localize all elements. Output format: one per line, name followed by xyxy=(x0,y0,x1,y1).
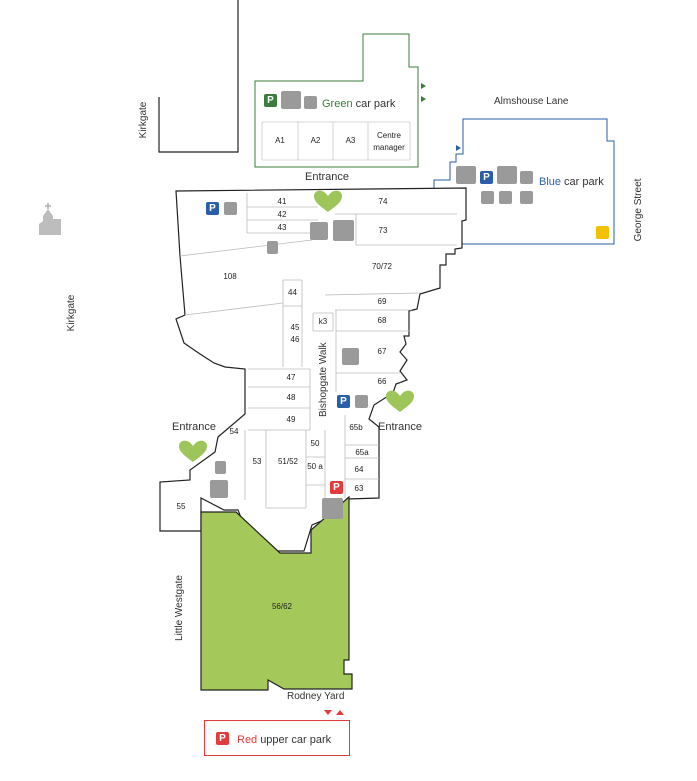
escalator-icon-2 xyxy=(342,348,359,365)
unit-49: 49 xyxy=(286,415,296,424)
ramp-icon-2 xyxy=(224,202,237,215)
entrance-north-heart xyxy=(314,190,342,212)
disabled-parking-icon xyxy=(596,226,609,239)
baby-change-icon-4 xyxy=(215,461,226,474)
baby-change-icon xyxy=(520,171,533,184)
baby-change-icon-3 xyxy=(267,241,278,254)
kirkgate-road-outline xyxy=(158,0,239,153)
street-bishopgate-walk: Bishopgate Walk xyxy=(318,342,329,417)
mall-outline xyxy=(159,187,467,552)
unit-44: 44 xyxy=(288,288,297,297)
unit-a1: A1 xyxy=(275,136,285,145)
red-car-park-name: Red xyxy=(237,734,258,746)
lift-icon-blue-2 xyxy=(497,166,517,184)
street-george-street: George Street xyxy=(633,178,644,242)
unit-56-62-area xyxy=(200,495,353,691)
unit-k3: k3 xyxy=(318,317,328,326)
unit-56-62: 56/62 xyxy=(271,602,293,611)
green-car-park-suffix: car park xyxy=(355,98,396,110)
lift-icon-3 xyxy=(322,498,343,519)
red-arrow-up-icon xyxy=(336,710,344,715)
unit-66: 66 xyxy=(377,377,387,386)
unit-50a: 50 a xyxy=(307,462,323,471)
unit-70-72: 70/72 xyxy=(371,262,393,271)
church-icon xyxy=(39,203,61,235)
unit-48: 48 xyxy=(286,393,296,402)
street-almshouse-lane: Almshouse Lane xyxy=(494,96,569,107)
unit-63: 63 xyxy=(354,484,364,493)
green-arrow-icon xyxy=(421,83,426,89)
unit-41: 41 xyxy=(277,197,287,206)
unit-51-52: 51/52 xyxy=(277,457,299,466)
ramp-icon xyxy=(304,96,317,109)
green-parking-icon: P xyxy=(264,94,277,107)
unit-46: 46 xyxy=(290,335,300,344)
unit-a2: A2 xyxy=(310,136,321,145)
unit-69: 69 xyxy=(377,297,387,306)
baby-change-icon-2 xyxy=(520,191,533,204)
unit-73: 73 xyxy=(378,226,388,235)
red-parking-icon: P xyxy=(330,481,343,494)
unit-dividers xyxy=(179,193,457,509)
lift-icon-blue-1 xyxy=(456,166,476,184)
lift-icon-2 xyxy=(333,220,354,241)
street-rodney-yard: Rodney Yard xyxy=(287,691,345,702)
unit-64: 64 xyxy=(354,465,364,474)
lift-icon xyxy=(281,91,301,109)
blue-car-park-suffix: car park xyxy=(564,176,604,188)
unit-67: 67 xyxy=(377,347,387,356)
red-car-park-suffix: upper car park xyxy=(260,734,332,746)
unit-47: 47 xyxy=(286,373,296,382)
escalator-icon-3 xyxy=(210,480,228,498)
green-car-park-name: Green xyxy=(322,98,353,110)
entrance-east-label: Entrance xyxy=(378,421,423,433)
ramp-icon-3 xyxy=(355,395,368,408)
toilets-icon xyxy=(481,191,494,204)
unit-centre-manager: Centre manager xyxy=(373,131,405,152)
street-little-westgate: Little Westgate xyxy=(174,575,185,641)
unit-a3: A3 xyxy=(345,136,356,145)
street-kirkgate-top: Kirkgate xyxy=(138,101,149,139)
unit-55: 55 xyxy=(176,502,186,511)
red-arrow-down-icon xyxy=(324,710,332,715)
blue-car-park-name: Blue xyxy=(539,176,562,188)
accessible-toilet-icon xyxy=(499,191,512,204)
street-kirkgate-left: Kirkgate xyxy=(66,294,77,332)
entrance-west-heart xyxy=(179,440,207,462)
blue-parking-icon-3: P xyxy=(337,395,350,408)
unit-74: 74 xyxy=(378,197,388,206)
unit-65a: 65a xyxy=(355,448,369,457)
unit-108: 108 xyxy=(223,272,237,281)
blue-parking-icon: P xyxy=(480,171,493,184)
unit-45: 45 xyxy=(290,323,300,332)
unit-43: 43 xyxy=(277,223,287,232)
unit-68: 68 xyxy=(377,316,387,325)
escalator-icon xyxy=(310,222,328,240)
entrance-west-label: Entrance xyxy=(172,421,217,433)
blue-arrow-icon xyxy=(456,145,461,151)
green-car-park-outline xyxy=(254,33,419,168)
green-arrow-icon-2 xyxy=(421,96,426,102)
blue-parking-icon-2: P xyxy=(206,202,219,215)
unit-65b: 65b xyxy=(349,423,363,432)
unit-54: 54 xyxy=(229,427,239,436)
entrance-east-heart xyxy=(386,390,414,412)
unit-42: 42 xyxy=(277,210,287,219)
unit-53: 53 xyxy=(252,457,262,466)
red-parking-icon-2: P xyxy=(216,732,229,745)
entrance-north-label: Entrance xyxy=(305,171,350,183)
unit-50: 50 xyxy=(310,439,320,448)
